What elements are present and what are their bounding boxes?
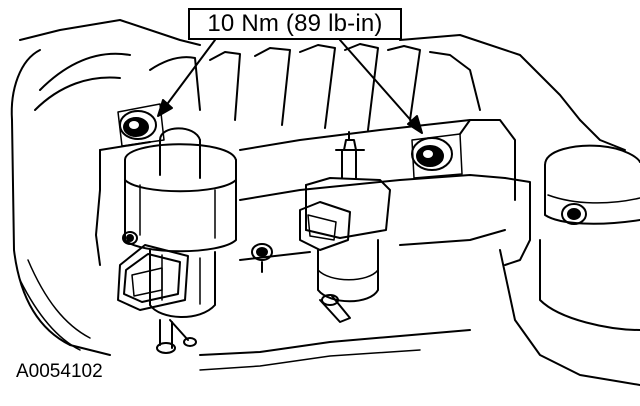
leader-arrows [157,39,423,134]
figure-id: A0054102 [16,361,103,382]
arrowhead-right [407,115,423,134]
left-bolt [117,103,165,147]
leader-to-right-bolt [339,39,416,126]
leader-to-left-bolt [164,39,216,108]
arrowhead-left [157,99,173,117]
torque-callout-label: 10 Nm (89 lb-in) [207,10,383,37]
right-bolt [411,119,471,179]
center-bolt [251,243,273,273]
left-solenoid [117,127,237,354]
right-solenoid [299,131,391,323]
intake-manifold [10,19,640,386]
torque-callout: 10 Nm (89 lb-in) [188,8,402,40]
